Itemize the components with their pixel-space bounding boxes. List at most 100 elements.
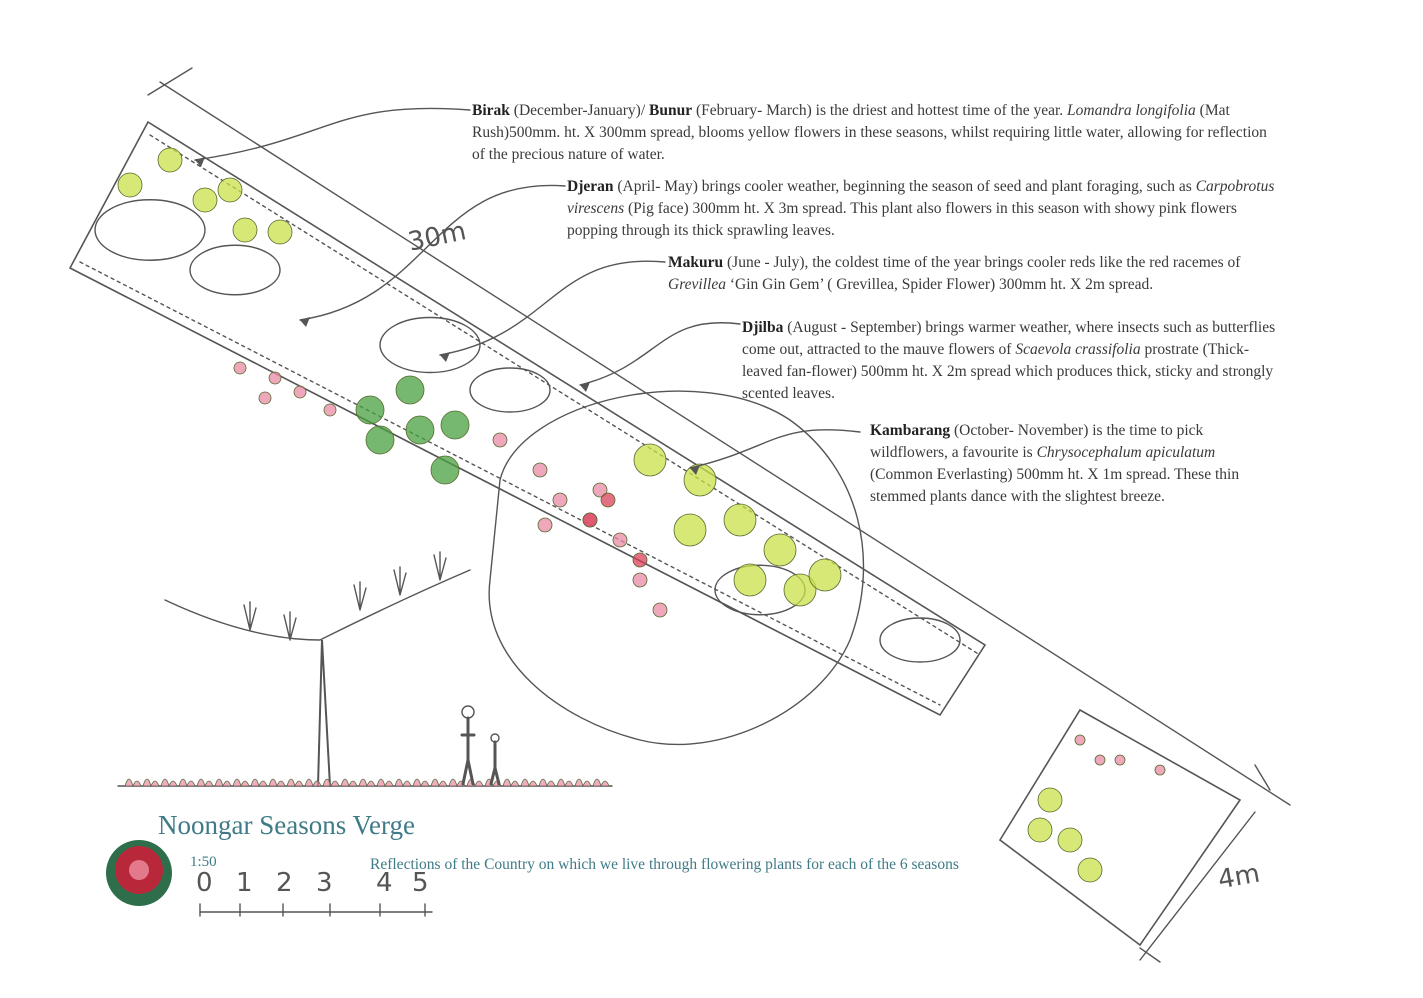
note-djilba: Djilba (August - September) brings warme… [742, 319, 1276, 402]
grevillea-plant [440, 410, 470, 440]
grevillea-plant [405, 415, 435, 445]
pigface-plant [323, 403, 337, 417]
tree-branch [353, 581, 367, 611]
ground-plant [358, 778, 376, 788]
shrub-outline [379, 316, 481, 374]
pigface-plant [258, 391, 272, 405]
shrub-outline [469, 367, 551, 413]
tree-branch [243, 601, 257, 631]
ground-plant [538, 778, 556, 788]
scaevola-plant [492, 432, 508, 448]
verge-edge-hatch [149, 134, 981, 656]
lomandra-plant [267, 219, 293, 245]
ground-plant [124, 778, 142, 788]
scaevola-plant [532, 462, 548, 478]
ground-plant [142, 778, 160, 788]
everlasting-plant [673, 513, 707, 547]
note-kambarang: Kambarang (October- November) is the tim… [870, 422, 1240, 505]
ground-plant [178, 778, 196, 788]
tree-branch [393, 566, 407, 596]
everlasting-plant [633, 443, 667, 477]
page-title: Noongar Seasons Verge [158, 810, 415, 840]
lomandra-plant [192, 187, 218, 213]
pigface-plant [268, 371, 282, 385]
scale-bar: 0 1 2 3 4 5 [190, 868, 440, 923]
tree-branch [283, 611, 297, 641]
pigface-plant [293, 385, 307, 399]
lomandra-plant [217, 177, 243, 203]
page-subtitle: Reflections of the Country on which we l… [370, 856, 959, 873]
scale-tick-label: 2 [276, 868, 293, 898]
tree-branch [433, 551, 447, 581]
tree-trunk [317, 639, 331, 787]
verge-edge-hatch [79, 261, 941, 706]
arrow-head [580, 382, 590, 392]
ground-plant [574, 778, 592, 788]
lomandra-plant [117, 172, 143, 198]
grevillea-red-flower [632, 552, 648, 568]
arrow-head [300, 317, 310, 327]
leader-arrow [579, 322, 741, 386]
ground-plant [556, 778, 574, 788]
lomandra-plant [157, 147, 183, 173]
corner-flower [1114, 754, 1126, 766]
grevillea-red-flower [600, 492, 616, 508]
ground-plant [286, 778, 304, 788]
scaevola-plant [552, 492, 568, 508]
scale-tick-label: 4 [376, 868, 393, 898]
everlasting-plant [763, 533, 797, 567]
corner-plant [1077, 857, 1103, 883]
everlasting-plant [723, 503, 757, 537]
ground-plant [268, 778, 286, 788]
ground-plant [196, 778, 214, 788]
dimension-tick [1139, 947, 1161, 963]
ground-plant [520, 778, 538, 788]
ground-plant [394, 778, 412, 788]
ground-plant [412, 778, 430, 788]
grevillea-plant [430, 455, 460, 485]
shrub-outline [94, 199, 206, 261]
dimension-tick [147, 67, 193, 96]
scale-tick-label: 0 [196, 868, 213, 898]
ground-plant [232, 778, 250, 788]
everlasting-plant [733, 563, 767, 597]
corner-flower [1154, 764, 1166, 776]
scaevola-plant [537, 517, 553, 533]
corner-flower [1094, 754, 1106, 766]
grevillea-plant [365, 425, 395, 455]
corner-flower [1074, 734, 1086, 746]
corner-plant [1027, 817, 1053, 843]
width-dimension-line [1139, 811, 1256, 961]
leader-arrow [439, 260, 666, 356]
scaevola-plant [592, 482, 608, 498]
scaevola-plant [632, 572, 648, 588]
ground-plant [502, 778, 520, 788]
dimension-tick [1254, 764, 1271, 791]
scale-ratio: 1:50 [190, 854, 217, 870]
ground-plant [340, 778, 358, 788]
note-djeran: Djeran (April- May) brings cooler weathe… [567, 178, 1275, 239]
tree-canopy-elevation [164, 569, 471, 641]
scaevola-plant [652, 602, 668, 618]
leader-arrow [194, 107, 471, 161]
corner-plant [1057, 827, 1083, 853]
everlasting-plant [683, 463, 717, 497]
scaevola-plant [612, 532, 628, 548]
scale-tick-label: 5 [412, 868, 429, 898]
grevillea-plant [355, 395, 385, 425]
ground-plant [466, 778, 484, 788]
grevillea-red-flower [582, 512, 598, 528]
person-head [461, 705, 475, 719]
ground-plant [250, 778, 268, 788]
ground-plant [304, 778, 322, 788]
lomandra-plant [232, 217, 258, 243]
logo-flower-center [129, 860, 149, 880]
scale-tick-label: 1 [236, 868, 253, 898]
arrow-head [440, 352, 450, 362]
ground-plant [322, 778, 340, 788]
ground-plant [592, 778, 610, 788]
scale-tick-label: 3 [316, 868, 333, 898]
shrub-outline [189, 244, 281, 296]
child-body [489, 740, 501, 786]
